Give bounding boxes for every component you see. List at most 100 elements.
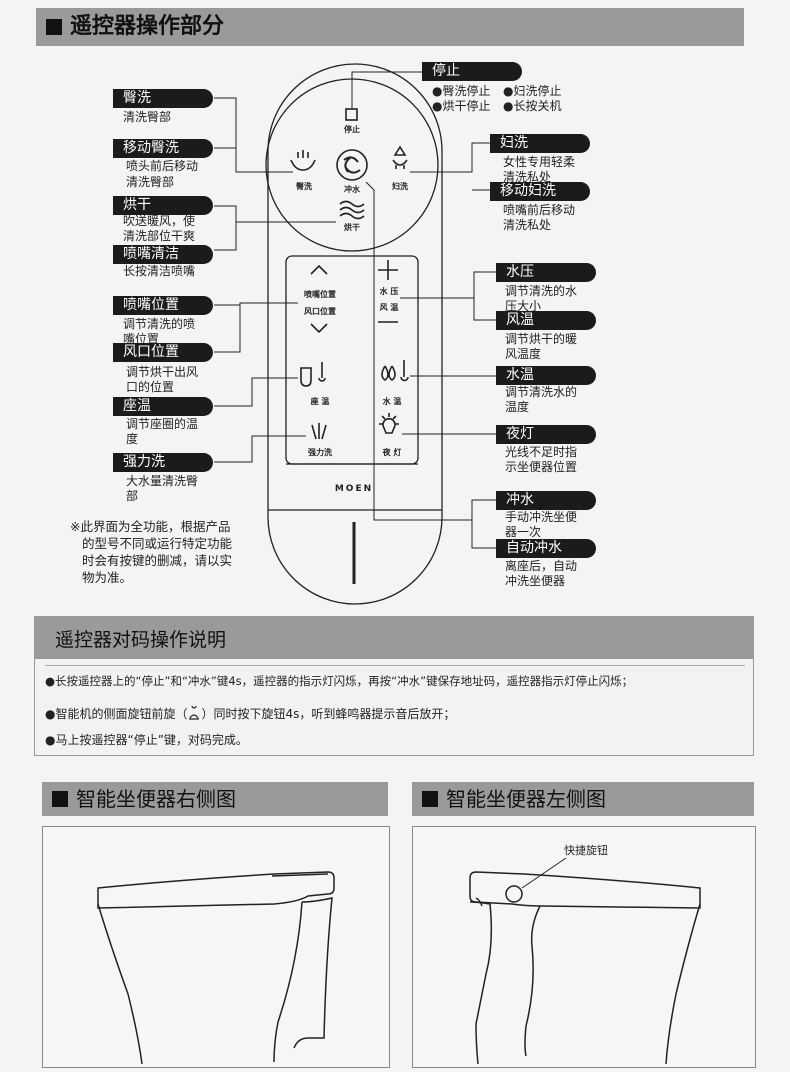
label-move-hip-wash: 移动臀洗 <box>113 139 213 158</box>
chevron-down-icon <box>310 323 328 334</box>
label-desc: 嘴位置 <box>123 332 160 346</box>
label-desc: 调节清洗水的 <box>505 385 578 399</box>
flush-icon <box>336 149 368 181</box>
label-desc: 吹送暖风，使 <box>123 214 196 228</box>
label-desc: 清洗部位干爽 <box>123 229 196 243</box>
label-desc: 示坐便器位置 <box>505 460 578 474</box>
chevron-up-icon <box>310 264 328 275</box>
label-move-lady-wash: 移动妇洗 <box>490 182 590 201</box>
pairing-step-2-b: ）同时按下旋钮4s，听到蜂鸣器提示音后放开； <box>201 707 456 721</box>
pairing-header: 遥控器对码操作说明 <box>35 617 753 659</box>
remote-section-header: 遥控器操作部分 <box>36 8 744 46</box>
label-lady-wash: 妇洗 <box>490 134 590 153</box>
label-desc: 压大小 <box>505 299 542 313</box>
lady-wash-icon <box>392 145 408 169</box>
label-desc: 调节座圈的温 <box>126 417 199 431</box>
label-desc: 长按清洁喷嘴 <box>123 264 196 278</box>
label-desc: 器一次 <box>505 525 542 539</box>
right-view-frame <box>42 826 390 1068</box>
seat-temp-button[interactable]: 座 温 <box>310 397 330 406</box>
feature-note: ※此界面为全功能，根据产品 的型号不同或运行特定功能 时会有按键的删减，请以实 … <box>70 518 270 586</box>
label-flush: 冲水 <box>496 491 596 510</box>
air-position-label[interactable]: 风口位置 <box>304 307 336 316</box>
pairing-step-2-a: ●智能机的侧面旋钮前旋（ <box>45 707 188 721</box>
hip-wash-icon <box>290 150 316 171</box>
square-bullet-icon <box>422 791 438 807</box>
dry-button[interactable]: 烘干 <box>344 223 360 232</box>
stop-info-line: ●长按关机 <box>503 99 562 113</box>
hip-wash-button[interactable]: 臀洗 <box>296 182 312 191</box>
label-air-position: 风口位置 <box>113 343 213 362</box>
label-desc: 清洗臀部 <box>123 110 172 124</box>
label-nozzle-position: 喷嘴位置 <box>113 296 213 315</box>
label-water-pressure: 水压 <box>496 263 596 282</box>
pairing-step-3: ●马上按遥控器“停止”键，对码完成。 <box>45 733 248 747</box>
label-desc: 光线不足时指 <box>505 445 578 459</box>
label-desc: 喷嘴前后移动 <box>503 203 576 217</box>
label-desc: 度 <box>126 432 139 446</box>
label-nozzle-clean: 喷嘴清洁 <box>113 245 213 264</box>
label-night-light: 夜灯 <box>496 425 596 444</box>
nozzle-position-label[interactable]: 喷嘴位置 <box>304 290 336 299</box>
label-desc: 清洗臀部 <box>126 175 175 189</box>
water-temp-icon <box>381 360 409 382</box>
note-line: 的型号不同或运行特定功能 <box>82 536 233 551</box>
stop-info-line: ●烘干停止 <box>432 99 491 113</box>
label-desc: 温度 <box>505 400 530 414</box>
water-temp-button[interactable]: 水 温 <box>382 397 402 406</box>
note-line: ※此界面为全功能，根据产品 <box>70 519 231 534</box>
label-desc: 女性专用轻柔 <box>503 155 576 169</box>
plus-icon <box>378 260 398 280</box>
label-power-wash: 强力洗 <box>113 453 213 472</box>
label-desc: 离座后，自动 <box>505 559 578 573</box>
pairing-section: 遥控器对码操作说明 ●长按遥控器上的“停止”和“冲水”键4s，遥控器的指示灯闪烁… <box>34 616 754 756</box>
label-desc: 调节清洗的喷 <box>123 317 196 331</box>
label-desc: 冲洗坐便器 <box>505 574 566 588</box>
lady-wash-button[interactable]: 妇洗 <box>392 182 408 191</box>
stop-info-line: ●臀洗停止 <box>432 84 491 98</box>
stop-icon <box>345 108 358 121</box>
note-line: 物为准。 <box>82 570 133 585</box>
note-line: 时会有按键的删减，请以实 <box>82 553 233 568</box>
dryer-icon <box>339 200 365 220</box>
quick-knob-label: 快捷旋钮 <box>564 844 608 857</box>
label-desc: 清洗私处 <box>503 170 552 184</box>
pairing-step-2: ●智能机的侧面旋钮前旋（ ）同时按下旋钮4s，听到蜂鸣器提示音后放开； <box>45 703 456 722</box>
power-wash-button[interactable]: 强力洗 <box>308 448 332 457</box>
night-light-icon <box>379 413 399 434</box>
seat-temp-icon <box>300 362 326 387</box>
right-view-title: 智能坐便器右侧图 <box>76 787 236 811</box>
flush-button[interactable]: 冲水 <box>344 185 360 194</box>
brand-logo: MOEN <box>334 484 374 494</box>
label-air-temp: 风温 <box>496 311 596 330</box>
label-dry: 烘干 <box>113 196 213 215</box>
power-wash-icon <box>311 423 327 440</box>
label-desc: 调节烘干的暖 <box>505 332 578 346</box>
label-desc: 喷头前后移动 <box>126 159 199 173</box>
water-pressure-label[interactable]: 水 压 <box>379 287 399 296</box>
right-view-header: 智能坐便器右侧图 <box>42 782 388 816</box>
stop-tag: 停止 <box>422 62 522 81</box>
night-light-button[interactable]: 夜 灯 <box>382 448 402 457</box>
label-desc: 调节清洗的水 <box>505 284 578 298</box>
label-desc: 口的位置 <box>126 380 175 394</box>
pairing-title: 遥控器对码操作说明 <box>55 629 227 651</box>
square-bullet-icon <box>52 791 68 807</box>
air-temp-label[interactable]: 风 温 <box>379 303 399 312</box>
remote-body-outline <box>267 63 443 605</box>
pairing-step-1: ●长按遥控器上的“停止”和“冲水”键4s，遥控器的指示灯闪烁，再按“冲水”键保存… <box>45 674 634 688</box>
label-desc: 清洗私处 <box>503 218 552 232</box>
label-seat-temp: 座温 <box>113 397 213 416</box>
left-view-title: 智能坐便器左侧图 <box>446 787 606 811</box>
label-desc: 大水量清洗臀 <box>126 474 199 488</box>
remote-section-title: 遥控器操作部分 <box>70 14 225 39</box>
label-desc: 手动冲洗坐便 <box>505 510 578 524</box>
label-desc: 部 <box>126 489 139 503</box>
square-bullet-icon <box>46 19 62 35</box>
left-view-header: 智能坐便器左侧图 <box>412 782 754 816</box>
stop-button[interactable]: 停止 <box>344 125 360 134</box>
label-desc: 调节烘干出风 <box>126 365 199 379</box>
stop-info-line: ●妇洗停止 <box>503 84 562 98</box>
label-desc: 风温度 <box>505 347 542 361</box>
